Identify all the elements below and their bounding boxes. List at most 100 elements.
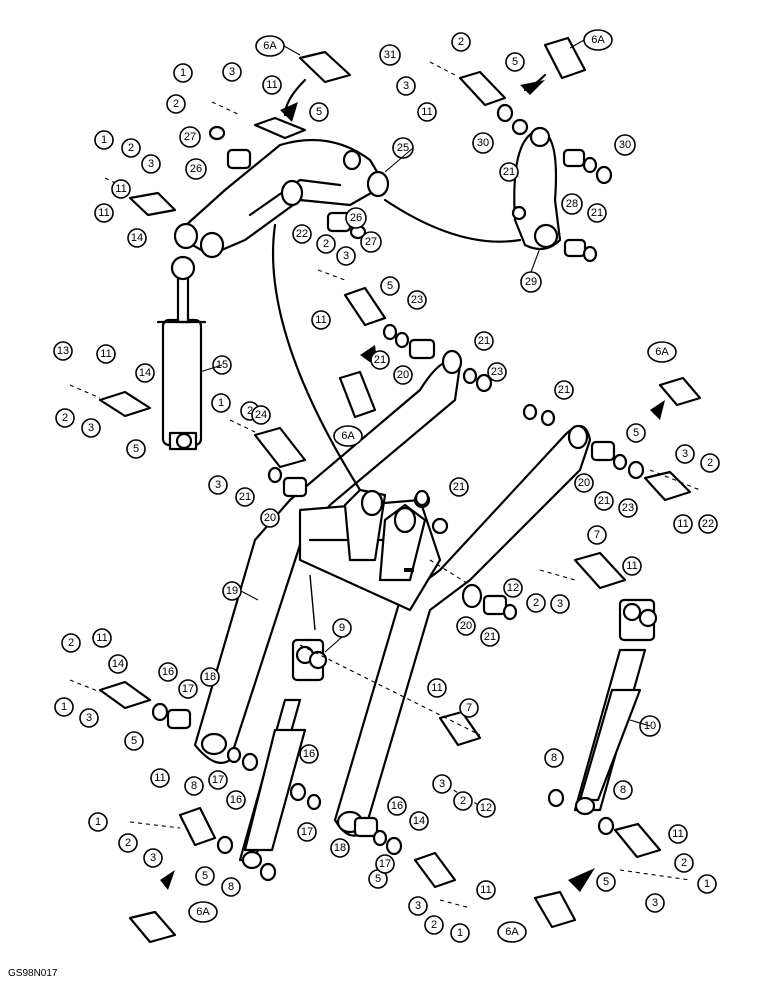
svg-text:11: 11 <box>626 560 637 572</box>
callout-7: 7 7 <box>459 525 607 718</box>
callout-11: 11 11 11 11 11 11 11 11 11 11 11 11 11 <box>92 75 693 900</box>
svg-text:14: 14 <box>112 658 124 670</box>
svg-text:6A: 6A <box>505 926 519 938</box>
callout-9: 9 <box>332 618 352 638</box>
svg-text:2: 2 <box>125 837 131 849</box>
svg-text:5: 5 <box>633 427 639 439</box>
guide-curves <box>160 73 665 892</box>
svg-text:21: 21 <box>591 207 603 219</box>
svg-text:23: 23 <box>491 366 503 378</box>
svg-text:5: 5 <box>603 876 609 888</box>
svg-text:6A: 6A <box>341 430 355 442</box>
svg-text:12: 12 <box>480 802 492 814</box>
callout-6: 5 <box>309 102 329 122</box>
svg-text:2: 2 <box>128 142 134 154</box>
svg-text:6A: 6A <box>655 346 669 358</box>
callout-16: 16 16 16 16 <box>158 662 407 816</box>
callout-21: 21 21 21 21 21 21 21 21 21 <box>235 162 614 647</box>
svg-text:3: 3 <box>439 778 445 790</box>
svg-text:6A: 6A <box>591 34 605 46</box>
svg-text:19: 19 <box>226 585 238 597</box>
svg-text:3: 3 <box>682 448 688 460</box>
svg-text:25: 25 <box>397 142 409 154</box>
callout-2: 2 2 2 2 2 2 2 2 2 2 2 2 2 <box>55 32 720 935</box>
svg-text:3: 3 <box>215 479 221 491</box>
svg-text:5: 5 <box>202 870 208 882</box>
svg-text:27: 27 <box>184 131 196 143</box>
svg-text:12: 12 <box>507 582 519 594</box>
svg-text:11: 11 <box>115 183 126 195</box>
callout-6a-b: 6A <box>583 29 613 51</box>
svg-text:22: 22 <box>702 518 714 530</box>
svg-text:16: 16 <box>230 794 242 806</box>
callout-18: 18 18 <box>200 667 350 858</box>
link-bar <box>511 126 562 251</box>
svg-text:23: 23 <box>411 294 423 306</box>
svg-text:11: 11 <box>431 682 442 694</box>
callout-17: 17 17 17 17 <box>178 679 395 874</box>
svg-text:20: 20 <box>397 369 409 381</box>
svg-text:22: 22 <box>296 228 308 240</box>
callout-28: 28 <box>561 193 583 215</box>
callout-12: 12 12 <box>476 578 523 818</box>
callout-27: 27 27 <box>179 126 382 253</box>
svg-text:21: 21 <box>239 491 251 503</box>
svg-text:2: 2 <box>247 405 253 417</box>
svg-text:3: 3 <box>403 80 409 92</box>
svg-text:6A: 6A <box>196 906 210 918</box>
lift-cylinder-top <box>156 255 207 451</box>
callout-31: 31 <box>379 44 401 66</box>
svg-text:1: 1 <box>95 816 101 828</box>
callout-19: 19 <box>222 581 242 601</box>
callout-14: 14 14 14 14 <box>108 228 429 831</box>
svg-text:17: 17 <box>379 858 391 870</box>
svg-text:1: 1 <box>704 878 710 890</box>
svg-text:5: 5 <box>387 280 393 292</box>
loader-arm-frame <box>193 349 592 837</box>
callout-23: 23 23 23 <box>407 290 638 518</box>
svg-text:20: 20 <box>460 620 472 632</box>
svg-text:11: 11 <box>677 518 688 530</box>
svg-text:21: 21 <box>374 354 386 366</box>
callout-20: 20 20 20 20 <box>260 365 594 636</box>
svg-text:21: 21 <box>453 481 465 493</box>
callout-13: 13 <box>53 341 73 361</box>
svg-text:14: 14 <box>139 367 151 379</box>
svg-text:5: 5 <box>316 106 322 118</box>
svg-text:8: 8 <box>620 784 626 796</box>
svg-text:8: 8 <box>228 881 234 893</box>
svg-text:11: 11 <box>98 207 109 219</box>
svg-text:3: 3 <box>150 852 156 864</box>
svg-text:1: 1 <box>180 67 186 79</box>
svg-text:23: 23 <box>622 502 634 514</box>
svg-text:21: 21 <box>478 335 490 347</box>
svg-text:13: 13 <box>57 345 69 357</box>
svg-text:17: 17 <box>182 683 194 695</box>
figure-code: GS98N017 <box>8 968 58 979</box>
leader-lines <box>199 39 651 727</box>
svg-text:8: 8 <box>551 752 557 764</box>
svg-text:7: 7 <box>466 702 472 714</box>
svg-text:3: 3 <box>148 158 154 170</box>
svg-text:2: 2 <box>62 412 68 424</box>
svg-text:16: 16 <box>162 666 174 678</box>
svg-text:3: 3 <box>88 422 94 434</box>
callout-6a-f: 6A <box>497 921 527 943</box>
callout-6a-d: 6A <box>647 341 677 363</box>
svg-text:11: 11 <box>154 772 165 784</box>
svg-text:26: 26 <box>350 212 362 224</box>
svg-text:16: 16 <box>391 800 403 812</box>
callout-1: 1 1 1 1 1 1 1 <box>54 63 717 943</box>
tilt-cylinder-right <box>573 598 658 816</box>
svg-text:29: 29 <box>525 276 537 288</box>
svg-text:9: 9 <box>339 622 345 634</box>
callout-22: 22 22 <box>292 224 718 534</box>
svg-text:24: 24 <box>255 409 267 421</box>
svg-text:11: 11 <box>480 884 491 896</box>
svg-text:3: 3 <box>343 250 349 262</box>
svg-text:17: 17 <box>212 774 224 786</box>
svg-text:2: 2 <box>323 238 329 250</box>
svg-text:8: 8 <box>191 780 197 792</box>
